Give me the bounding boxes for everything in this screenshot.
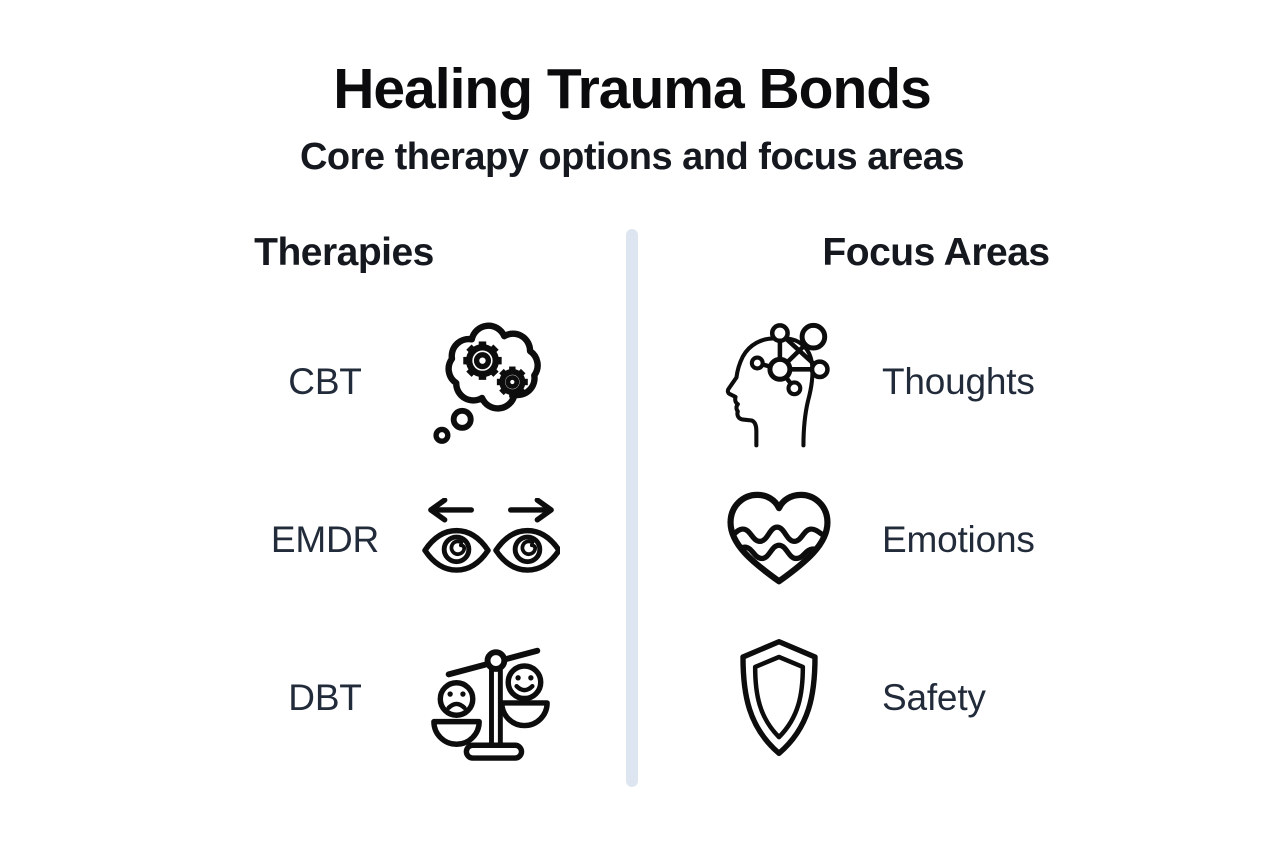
- header: Healing Trauma Bonds Core therapy option…: [0, 0, 1264, 179]
- shield-icon: [710, 634, 848, 761]
- page-title: Healing Trauma Bonds: [333, 57, 932, 121]
- focus-label-safety: Safety: [882, 676, 986, 718]
- therapy-row-cbt: CBT: [146, 303, 626, 461]
- focus-row-safety: Safety: [638, 619, 1118, 777]
- focus-areas-column: Focus Areas: [638, 229, 1118, 777]
- page-subtitle: Core therapy options and focus areas: [299, 135, 965, 178]
- focus-label-emotions: Emotions: [882, 518, 1035, 560]
- column-divider: [626, 228, 638, 787]
- focus-row-thoughts: Thoughts: [638, 303, 1118, 461]
- therapy-label-emdr: EMDR: [270, 518, 380, 560]
- head-neural-network-icon: [710, 315, 848, 449]
- heart-waves-icon: [710, 486, 848, 593]
- focus-row-emotions: Emotions: [638, 461, 1118, 619]
- content-columns: Therapies CBT: [0, 228, 1264, 787]
- therapy-row-dbt: DBT: [146, 619, 626, 777]
- thought-bubble-gears-icon: [422, 318, 560, 446]
- therapy-label-cbt: CBT: [288, 360, 362, 402]
- focus-label-thoughts: Thoughts: [882, 360, 1035, 402]
- therapy-label-dbt: DBT: [288, 676, 362, 718]
- therapies-header: Therapies: [254, 230, 434, 274]
- eyes-scanning-arrows-icon: [422, 498, 560, 581]
- therapy-row-emdr: EMDR: [146, 461, 626, 619]
- balance-scale-faces-icon: [422, 634, 560, 762]
- therapies-column: Therapies CBT: [146, 229, 626, 777]
- focus-areas-header: Focus Areas: [822, 230, 1050, 274]
